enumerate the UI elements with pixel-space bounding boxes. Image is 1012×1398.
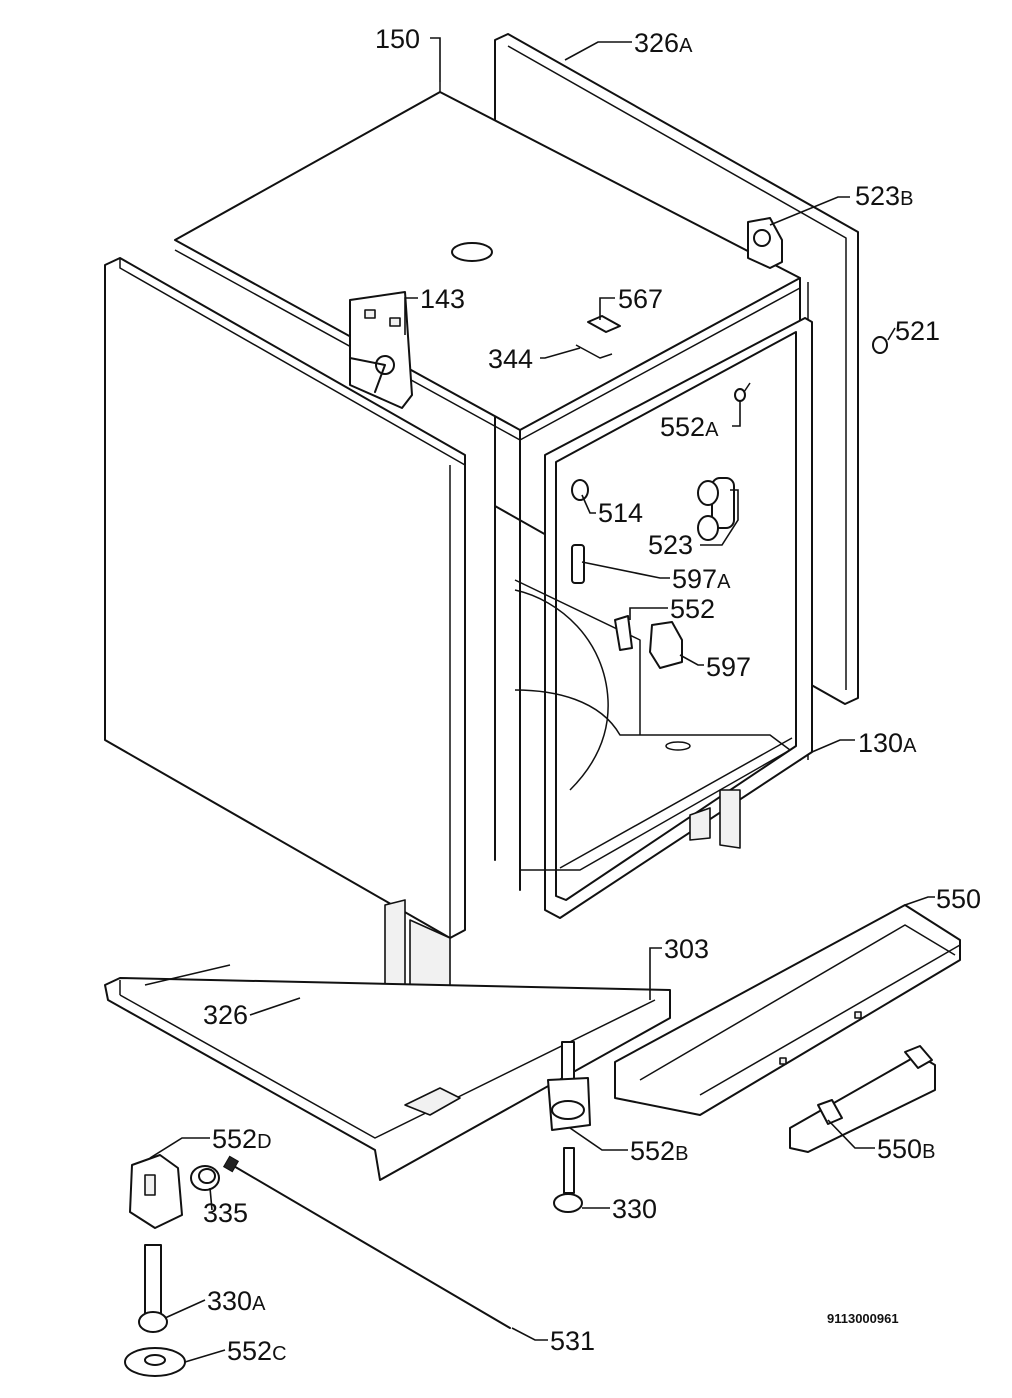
nut-335: [190, 1165, 220, 1191]
rollers-523: [697, 477, 735, 541]
label-597: 597: [706, 652, 751, 682]
label-523: 523: [648, 530, 693, 560]
cabinet-body: [494, 277, 813, 919]
plug-514: [571, 479, 589, 501]
hinge-143: [349, 291, 413, 409]
label-330a: 330A: [207, 1286, 266, 1316]
label-514: 514: [598, 498, 643, 528]
label-531: 531: [550, 1326, 595, 1356]
plug-521: [872, 336, 888, 354]
label-335: 335: [203, 1198, 248, 1228]
label-521: 521: [895, 316, 940, 346]
label-552a: 552A: [660, 412, 719, 442]
clip-567: [587, 315, 621, 333]
bracket-552d: [129, 1154, 183, 1229]
bracket-550b: [789, 1045, 936, 1153]
label-150: 150: [375, 24, 420, 54]
label-552c: 552C: [227, 1336, 287, 1366]
label-567: 567: [618, 284, 663, 314]
label-552b: 552B: [630, 1136, 688, 1166]
strip-552: [614, 615, 633, 651]
foot-552b: [547, 1041, 591, 1131]
base-frame-303: [104, 964, 671, 1181]
label-130a: 130A: [858, 728, 917, 758]
label-523b: 523B: [855, 181, 913, 211]
label-330: 330: [612, 1194, 657, 1224]
label-326a: 326A: [634, 28, 693, 58]
label-552: 552: [670, 594, 715, 624]
label-550b: 550B: [877, 1134, 935, 1164]
label-303: 303: [664, 934, 709, 964]
label-344: 344: [488, 344, 533, 374]
label-552d: 552D: [212, 1124, 272, 1154]
drawing-code: 9113000961: [827, 1311, 899, 1326]
hinge-523b: [747, 217, 783, 269]
label-143: 143: [420, 284, 465, 314]
rod-531: [222, 1155, 511, 1329]
latch-597a: [571, 544, 585, 584]
kick-plate-550: [614, 904, 961, 1116]
label-550: 550: [936, 884, 981, 914]
screw-330a: [138, 1244, 168, 1333]
side-panel-326: [104, 257, 466, 939]
label-326: 326: [203, 1000, 248, 1030]
foot-pad-552c: [124, 1347, 186, 1377]
leader-lines: [149, 37, 935, 1363]
label-597a: 597A: [672, 564, 731, 594]
clip-344: [575, 344, 613, 359]
screw-552a: [734, 382, 751, 402]
clamp-597: [649, 621, 683, 669]
part-labels: 150 326A 523B 143 567 521 344 552A 514 5…: [203, 24, 981, 1366]
screw-330: [553, 1147, 583, 1213]
